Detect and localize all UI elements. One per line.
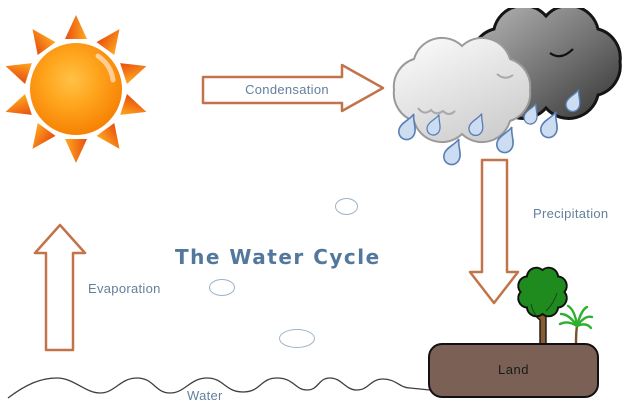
- vapor-bubble-icon: [279, 329, 315, 348]
- land-block: Land: [428, 343, 599, 398]
- water-label: Water: [187, 388, 223, 403]
- precipitation-label: Precipitation: [533, 206, 609, 221]
- sun-gloss: [95, 53, 116, 83]
- condensation-label: Condensation: [245, 82, 329, 97]
- vapor-bubble-icon: [335, 198, 358, 215]
- trees: [517, 266, 594, 347]
- rain-clouds-icon: [392, 8, 622, 168]
- dark-cloud-detail: [549, 48, 574, 58]
- sun-disc: [30, 43, 122, 135]
- sun-icon: [5, 15, 147, 163]
- tree-icon: [517, 266, 568, 318]
- page-title: The Water Cycle: [175, 245, 381, 269]
- light-cloud-detail: [496, 73, 514, 79]
- condensation-arrow: [201, 63, 385, 113]
- precipitation-arrow: [468, 158, 520, 305]
- sun-rays: [5, 15, 147, 163]
- evaporation-arrow: [33, 223, 87, 352]
- water-wave-icon: [7, 377, 431, 399]
- tree-branch-detail: [530, 292, 558, 321]
- land-label: Land: [498, 362, 529, 378]
- vapor-bubble-icon: [209, 279, 235, 296]
- palm-tree-icon: [558, 304, 594, 345]
- light-cloud-detail: [417, 107, 456, 115]
- light-cloud: [392, 36, 532, 144]
- evaporation-label: Evaporation: [88, 281, 161, 296]
